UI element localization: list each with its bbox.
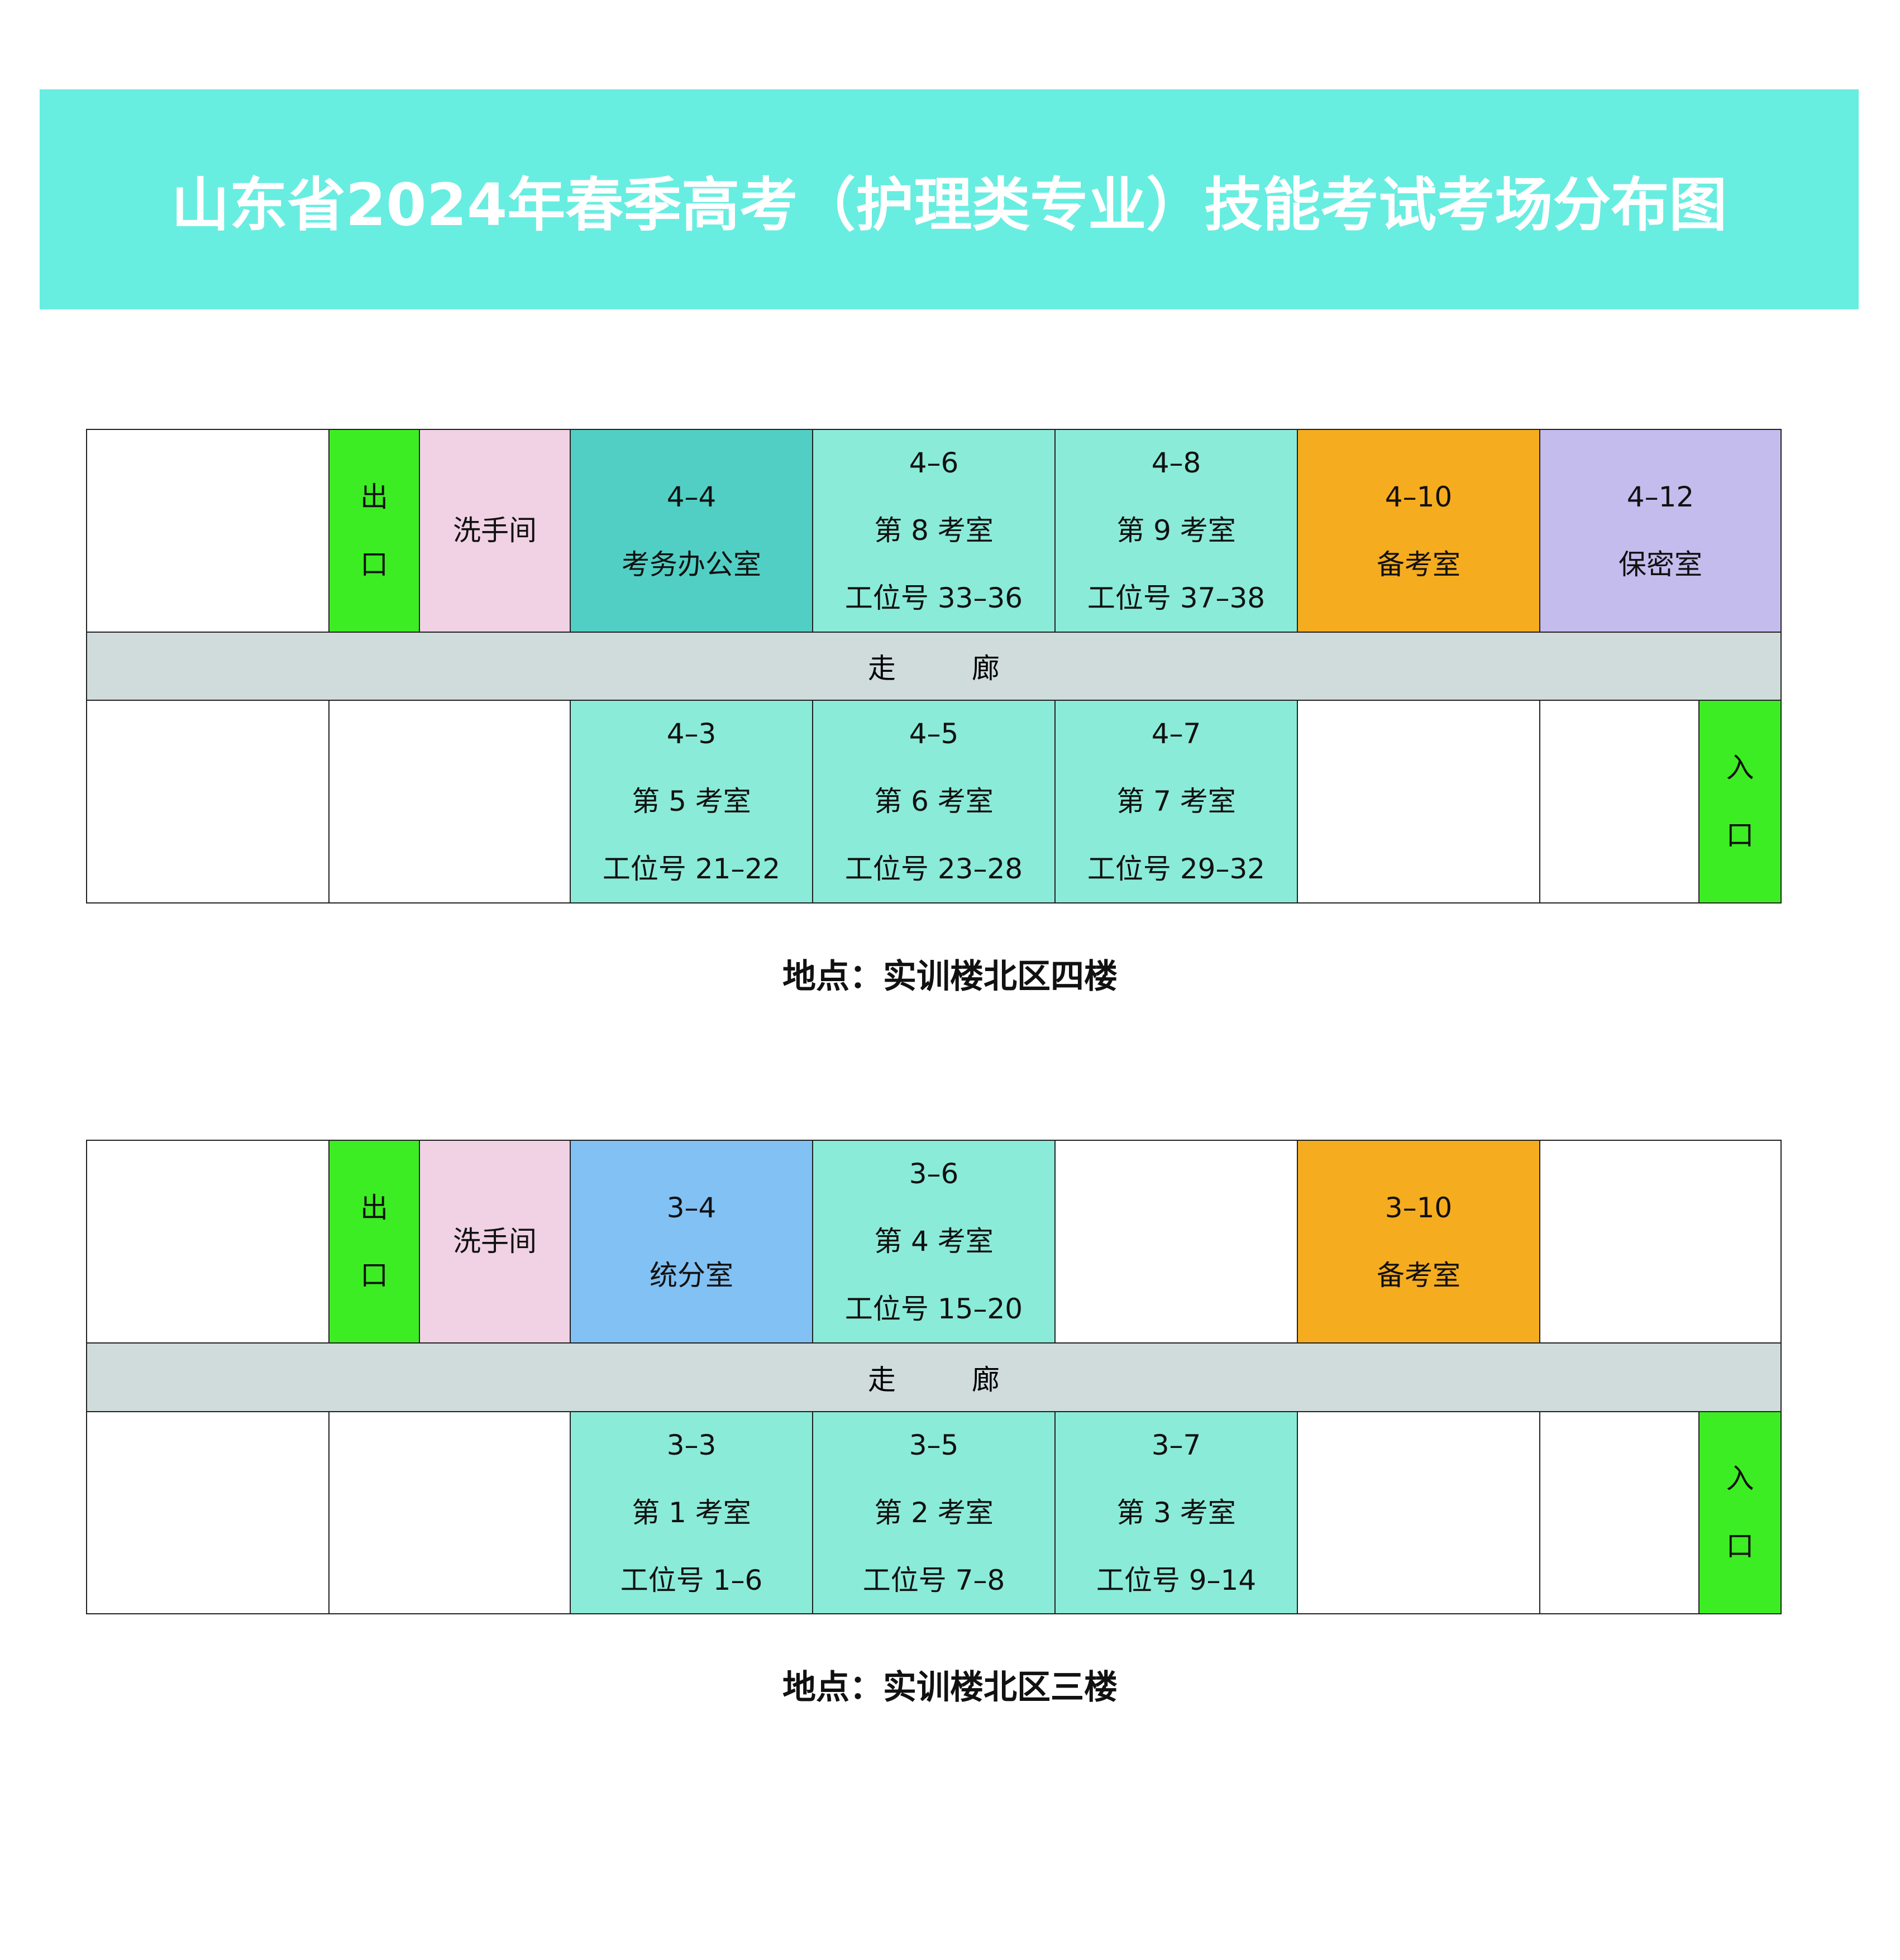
room-label-line: 工位号 33–36 bbox=[844, 582, 1023, 614]
room-label-line: 3–10 bbox=[1385, 1191, 1453, 1224]
room-cell: 出口 bbox=[328, 1140, 420, 1344]
room-label-line: 入 bbox=[1726, 751, 1754, 784]
room-cell: 4–12 保密室 bbox=[1539, 429, 1782, 633]
empty-cell bbox=[1297, 700, 1540, 903]
title-banner: 山东省2024年春季高考（护理类专业）技能考试考场分布图 bbox=[40, 89, 1859, 309]
room-cell: 4–7 第 7 考室工位号 29–32 bbox=[1054, 700, 1298, 903]
corridor: 走 廊 bbox=[86, 1342, 1782, 1412]
room-label-line: 工位号 37–38 bbox=[1087, 582, 1266, 614]
empty-cell bbox=[1539, 1140, 1782, 1344]
room-label-line: 4–3 bbox=[666, 718, 717, 750]
room-label-line: 口 bbox=[360, 548, 388, 581]
room-label-line: 第 9 考室 bbox=[1116, 514, 1236, 547]
room-label-line: 洗手间 bbox=[453, 1225, 537, 1258]
room-label-line: 洗手间 bbox=[453, 514, 537, 547]
empty-cell bbox=[328, 700, 571, 903]
empty-cell bbox=[328, 1411, 571, 1614]
room-label-line: 4–7 bbox=[1151, 718, 1201, 750]
room-label-line: 出 bbox=[360, 480, 388, 513]
room-label-line: 工位号 23–28 bbox=[844, 853, 1023, 885]
room-cell: 3–4 统分室 bbox=[570, 1140, 813, 1344]
room-label-line: 3–6 bbox=[909, 1158, 959, 1190]
room-cell: 4–6 第 8 考室工位号 33–36 bbox=[812, 429, 1056, 633]
room-cell: 4–8 第 9 考室工位号 37–38 bbox=[1054, 429, 1298, 633]
room-label-line: 第 8 考室 bbox=[874, 514, 994, 547]
room-label-line: 4–6 bbox=[909, 447, 959, 479]
empty-cell bbox=[86, 429, 330, 633]
room-label-line: 3–5 bbox=[909, 1428, 959, 1461]
room-label-line: 第 1 考室 bbox=[632, 1496, 751, 1529]
empty-cell bbox=[1539, 1411, 1700, 1614]
room-cell: 入口 bbox=[1698, 1411, 1782, 1614]
empty-cell bbox=[86, 700, 330, 903]
room-cell: 入口 bbox=[1698, 700, 1782, 903]
empty-cell bbox=[1054, 1140, 1298, 1344]
room-label-line: 口 bbox=[360, 1259, 388, 1292]
room-label-line: 4–8 bbox=[1151, 447, 1201, 479]
room-label-line: 4–4 bbox=[666, 480, 717, 513]
room-cell: 3–3 第 1 考室工位号 1–6 bbox=[570, 1411, 813, 1614]
room-label-line: 工位号 21–22 bbox=[602, 853, 781, 885]
room-label-line: 3–7 bbox=[1151, 1428, 1201, 1461]
room-cell: 3–5 第 2 考室工位号 7–8 bbox=[812, 1411, 1056, 1614]
room-cell: 4–3 第 5 考室工位号 21–22 bbox=[570, 700, 813, 903]
room-label-line: 备考室 bbox=[1377, 1259, 1460, 1292]
room-label-line: 第 5 考室 bbox=[632, 785, 751, 818]
room-label-line: 出 bbox=[360, 1191, 388, 1224]
room-label-line: 统分室 bbox=[650, 1259, 733, 1292]
room-label-line: 保密室 bbox=[1619, 548, 1702, 581]
room-label-line: 第 3 考室 bbox=[1116, 1496, 1236, 1529]
empty-cell bbox=[86, 1140, 330, 1344]
room-label-line: 3–3 bbox=[666, 1428, 717, 1461]
room-label-line: 第 4 考室 bbox=[874, 1225, 994, 1258]
room-label-line: 第 6 考室 bbox=[874, 785, 994, 818]
room-label-line: 工位号 1–6 bbox=[620, 1564, 763, 1596]
room-label-line: 工位号 7–8 bbox=[862, 1564, 1005, 1596]
empty-cell bbox=[1297, 1411, 1540, 1614]
location-caption: 地点：实训楼北区四楼 bbox=[782, 957, 1118, 996]
room-label-line: 口 bbox=[1726, 819, 1754, 852]
room-cell: 4–5 第 6 考室工位号 23–28 bbox=[812, 700, 1056, 903]
page-title: 山东省2024年春季高考（护理类专业）技能考试考场分布图 bbox=[171, 170, 1727, 239]
room-label-line: 第 7 考室 bbox=[1116, 785, 1236, 818]
location-caption: 地点：实训楼北区三楼 bbox=[782, 1668, 1118, 1707]
room-cell: 洗手间 bbox=[419, 429, 571, 633]
room-label-line: 入 bbox=[1726, 1462, 1754, 1495]
room-cell: 洗手间 bbox=[419, 1140, 571, 1344]
room-cell: 出口 bbox=[328, 429, 420, 633]
room-cell: 4–10 备考室 bbox=[1297, 429, 1540, 633]
room-label-line: 4–10 bbox=[1385, 480, 1453, 513]
room-label-line: 工位号 29–32 bbox=[1087, 853, 1266, 885]
empty-cell bbox=[86, 1411, 330, 1614]
room-label-line: 3–4 bbox=[666, 1191, 717, 1224]
room-label-line: 4–12 bbox=[1626, 480, 1694, 513]
room-label-line: 4–5 bbox=[909, 718, 959, 750]
room-label-line: 备考室 bbox=[1377, 548, 1460, 581]
room-label-line: 考务办公室 bbox=[622, 548, 761, 581]
corridor: 走 廊 bbox=[86, 632, 1782, 701]
room-label-line: 口 bbox=[1726, 1530, 1754, 1562]
room-cell: 3–10 备考室 bbox=[1297, 1140, 1540, 1344]
room-cell: 4–4 考务办公室 bbox=[570, 429, 813, 633]
room-label-line: 工位号 15–20 bbox=[844, 1293, 1023, 1325]
room-cell: 3–6 第 4 考室工位号 15–20 bbox=[812, 1140, 1056, 1344]
room-cell: 3–7 第 3 考室工位号 9–14 bbox=[1054, 1411, 1298, 1614]
room-label-line: 第 2 考室 bbox=[874, 1496, 994, 1529]
room-label-line: 工位号 9–14 bbox=[1096, 1564, 1257, 1596]
empty-cell bbox=[1539, 700, 1700, 903]
